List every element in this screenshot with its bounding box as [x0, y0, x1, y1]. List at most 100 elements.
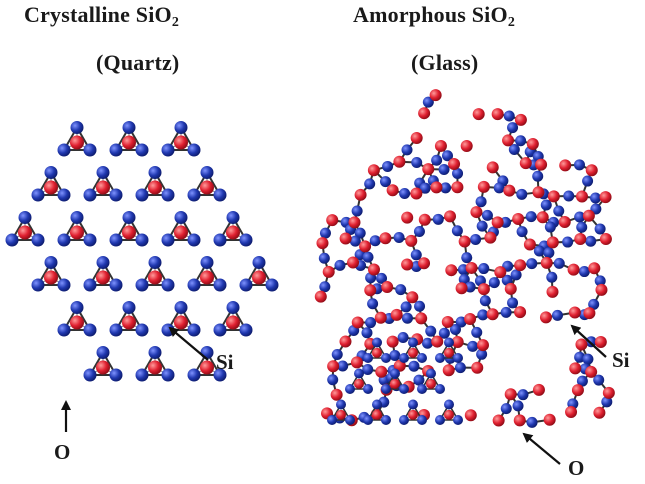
glass-o-atom — [500, 306, 512, 318]
quartz-atoms — [5, 121, 279, 382]
glass-o-atom — [395, 284, 407, 296]
glass-o-atom — [578, 266, 590, 278]
glass-o-atom — [451, 225, 463, 237]
glass-o-atom — [471, 326, 483, 338]
glass-si-atom — [322, 265, 335, 278]
glass-si-atom — [588, 262, 601, 275]
quartz-o-atom — [70, 301, 84, 314]
glass-si-atom — [477, 283, 490, 296]
glass-o-atom — [397, 332, 409, 344]
glass-si-atom — [540, 256, 553, 269]
quartz-bond-triangle — [192, 170, 222, 196]
quartz-si-atom — [44, 180, 58, 195]
quartz-bond-triangle — [166, 125, 196, 151]
glass-o-atom — [464, 281, 476, 293]
glass-o-atom — [515, 135, 527, 147]
glass-o-atom — [362, 251, 374, 263]
quartz-bond-triangle — [218, 215, 248, 241]
glass-si-atom — [546, 285, 559, 298]
quartz-o-atom — [213, 188, 227, 202]
glass-si-atom — [472, 108, 485, 121]
quartz-bond-triangle — [62, 125, 92, 151]
glass-si-atom — [568, 306, 581, 319]
crystalline-subtitle: (Quartz) — [96, 50, 180, 75]
glass-si-atom — [410, 187, 423, 200]
glass-o-atom — [327, 374, 339, 386]
patch-bond-triangle — [438, 402, 460, 421]
glass-o-atom — [425, 325, 437, 337]
quartz-o-atom — [265, 278, 279, 292]
quartz-o-atom — [148, 346, 162, 359]
glass-o-atom — [413, 374, 425, 386]
glass-o-atom — [422, 337, 434, 349]
glass-o-atom — [576, 221, 588, 233]
glass-o-atom — [582, 175, 594, 187]
glass-si-atom — [575, 338, 588, 351]
si-arrow-right — [570, 324, 607, 358]
glass-si-atom — [401, 211, 414, 224]
quartz-si-atom — [148, 270, 162, 285]
glass-o-atom — [563, 190, 575, 202]
glass-si-atom — [476, 339, 489, 352]
quartz-o-atom — [57, 233, 71, 247]
quartz-o-atom — [161, 368, 175, 382]
quartz-o-atom — [161, 233, 175, 247]
quartz-bond-triangle — [36, 260, 66, 286]
glass-si-atom — [422, 163, 435, 176]
glass-si-atom — [354, 188, 367, 201]
glass-o-atom — [379, 176, 391, 188]
quartz-si-atom — [122, 225, 136, 240]
patch-o-atom — [408, 399, 418, 410]
si-label-left: Si — [216, 350, 234, 374]
patch-bond-triangle — [402, 340, 424, 359]
glass-o-atom — [525, 211, 537, 223]
quartz-o-atom — [83, 143, 97, 157]
glass-o-atom — [553, 257, 565, 269]
quartz-o-atom — [135, 233, 149, 247]
glass-si-atom — [374, 311, 387, 324]
glass-o-atom — [479, 295, 491, 307]
glass-si-atom — [351, 316, 364, 329]
quartz-bond-triangle — [218, 305, 248, 331]
glass-o-atom — [442, 150, 454, 162]
quartz-o-atom — [213, 368, 227, 382]
glass-si-atom — [558, 216, 571, 229]
glass-o-atom — [399, 187, 411, 199]
glass-si-atom — [470, 206, 483, 219]
crystalline-title: Crystalline SiO2 — [24, 2, 179, 30]
quartz-o-atom — [96, 166, 110, 179]
patch-bond-triangle — [348, 371, 370, 390]
quartz-o-atom — [252, 256, 266, 269]
glass-si-atom — [502, 134, 515, 147]
glass-o-atom — [551, 309, 563, 321]
glass-o-atom — [438, 164, 450, 176]
quartz-bond-triangle — [140, 350, 170, 376]
quartz-o-atom — [135, 143, 149, 157]
glass-si-atom — [418, 107, 431, 120]
quartz-o-atom — [187, 368, 201, 382]
glass-o-atom — [475, 196, 487, 208]
quartz-bond-triangle — [88, 170, 118, 196]
glass-si-atom — [543, 413, 556, 426]
glass-si-atom — [381, 281, 394, 294]
glass-si-atom — [458, 235, 471, 248]
glass-si-atom — [464, 312, 477, 325]
patch-o-atom — [417, 353, 427, 363]
glass-si-atom — [599, 233, 612, 246]
o-label-left: O — [54, 440, 71, 464]
glass-si-atom — [418, 213, 431, 226]
glass-o-atom — [438, 327, 450, 339]
patch-o-atom — [390, 368, 400, 379]
glass-si-atom — [314, 290, 327, 303]
glass-o-atom — [361, 327, 373, 339]
glass-o-atom — [516, 226, 528, 238]
glass-o-atom — [393, 231, 405, 243]
patch-o-atom — [354, 368, 364, 379]
glass-si-atom — [559, 159, 572, 172]
glass-o-atom — [354, 227, 366, 239]
patch-o-atom — [381, 415, 391, 425]
patch-o-atom — [399, 415, 409, 425]
quartz-si-atom — [96, 270, 110, 285]
quartz-o-atom — [109, 323, 123, 337]
glass-si-atom — [401, 258, 414, 271]
